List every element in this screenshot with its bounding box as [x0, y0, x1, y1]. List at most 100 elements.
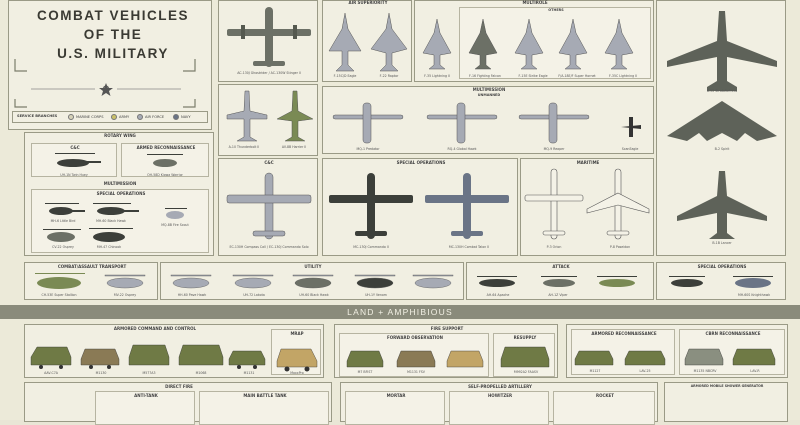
caption: B-2 Spirit [714, 147, 730, 151]
panel-c2-rotary: C&C [31, 143, 117, 177]
panel-armored-mobile-shower: ARMORED MOBILE SHOWER GENERATOR [664, 382, 788, 422]
utility-helicopters-icon [170, 274, 454, 289]
legend-item-navy: NAVY [173, 114, 191, 120]
panel-c2-planes: C&C EC-130H Compass Call / EC-130J Comma… [218, 158, 318, 256]
caption: MH-60 Black Hawk [96, 219, 126, 223]
panel-attack-helicopters: ATTACK AH-64 Apache AH-1Z Viper [466, 262, 654, 300]
section-header: MULTIMISSION [472, 87, 506, 92]
caption: F/A-18E/F Super Hornet [558, 74, 596, 78]
panel-armored-recon: ARMORED RECONNAISSANCE CBRN RECONNAISSAN… [566, 324, 788, 378]
caption: UH-1Y Venom [365, 293, 387, 297]
section-header: C&C [70, 145, 80, 150]
service-branch-legend: SERVICE BRANCHES MARINE CORPS ARMY AIR F… [12, 111, 208, 123]
section-header: ARMED RECONNAISSANCE [136, 145, 196, 150]
caption: B-52 Stratofortress [706, 89, 738, 93]
caption: M1135 NBCRV [693, 369, 717, 373]
section-header: SPECIAL OPERATIONS [396, 160, 446, 165]
caption: M1068 [195, 371, 207, 375]
caption: M1131 [243, 371, 255, 375]
section-header: SELF-PROPELLED ARTILLERY [468, 384, 532, 389]
panel-air-superiority: AIR SUPERIORITY F-15C/D Eagle F-22 Rapto… [322, 0, 412, 82]
caption: A-10 Thunderbolt II [228, 145, 260, 149]
section-header: CBRN RECONNAISSANCE [705, 331, 761, 336]
panel-direct-fire: DIRECT FIRE ANTI-TANK MAIN BATTLE TANK [24, 382, 332, 425]
caption: LAV-R [750, 369, 760, 373]
section-header: UNMANNED [477, 93, 501, 97]
caption: MH-60S Knighthawk [737, 293, 771, 297]
section-header: ATTACK [552, 264, 570, 269]
corner-ornaments-icon [14, 59, 196, 108]
section-header: ARMORED MOBILE SHOWER GENERATOR [690, 384, 764, 388]
caption: MQ-9 Reaper [543, 147, 565, 151]
legend-item-label: MARINE CORPS [76, 115, 104, 119]
section-header: MAIN BATTLE TANK [243, 393, 287, 398]
section-header: MARITIME [576, 160, 600, 165]
section-header: ROTARY WING [104, 133, 136, 138]
section-header: MRAP [290, 331, 304, 336]
caption: MH-6 Little Bird [50, 219, 76, 223]
caption: M1131 FSV [407, 370, 425, 374]
caption: MQ-8B Fire Scout [161, 223, 189, 227]
legend-item-army: ARMY [111, 114, 129, 120]
caption: F-15C/D Eagle [333, 74, 357, 78]
caption: P-8 Poseidon [609, 245, 631, 249]
multirole-jets-icon [422, 18, 634, 70]
title-line-1: COMBAT VEHICLES [36, 8, 189, 23]
band-title: LAND + AMPHIBIOUS [347, 307, 453, 317]
caption: F-22 Raptor [379, 74, 399, 78]
caption: B-1B Lancer [712, 241, 732, 245]
panel-rocket: ROCKET [553, 391, 655, 425]
panel-mortar: MORTAR [345, 391, 445, 425]
section-header: MORTAR [386, 393, 406, 398]
panel-multirole: MULTIROLE OTHERS F-35 Lightning II F-16 … [414, 0, 654, 82]
caption: ScanEagle [621, 147, 639, 151]
helicopters-icon [43, 153, 187, 242]
section-header: SPECIAL OPERATIONS [697, 264, 747, 269]
section-header: C&C [264, 160, 274, 165]
section-header: DIRECT FIRE [165, 384, 193, 389]
legend-item-label: ARMY [119, 115, 130, 119]
caption: MQ-1 Predator [356, 147, 380, 151]
caption: MV-22 Osprey [113, 293, 137, 297]
panel-anti-tank: ANTI-TANK [95, 391, 195, 425]
panel-c130: AC-130J Ghostrider / AC-130W Stinger II [218, 0, 318, 82]
caption: OH-58D Kiowa Warrior [147, 173, 183, 177]
panel-bombers: B-52 Stratofortress B-2 Spirit B-1B Lanc… [656, 0, 786, 256]
section-header: SPECIAL OPERATIONS [96, 191, 146, 196]
caption: M992A2 FAASV [513, 370, 539, 374]
drones-icon [332, 102, 641, 144]
aircraft-ec130-icon [226, 172, 312, 240]
caption: MC-130J Commando II [353, 245, 389, 249]
panel-rotary-wing: ROTARY WING C&C ARMED RECONNAISSANCE MUL… [24, 132, 214, 256]
caption: AC-130J Ghostrider / AC-130W Stinger II [237, 71, 301, 75]
caption: M1127 [589, 369, 601, 373]
section-header: ARMORED COMMAND AND CONTROL [113, 326, 197, 331]
caption: M1130 [95, 371, 107, 375]
caption: UH-60 Black Hawk [299, 293, 329, 297]
panel-utility: UTILITY HH-60 Pave Hawk UH-72 Lakota UH-… [160, 262, 464, 300]
caption: UH-72 Lakota [243, 293, 265, 297]
caption: MC-130H Combat Talon II [448, 245, 490, 249]
caption: F-16 Fighting Falcon [469, 74, 501, 78]
title-panel [8, 0, 212, 130]
section-header: ARMORED RECONNAISSANCE [591, 331, 657, 336]
legend-label: SERVICE BRANCHES [17, 114, 58, 118]
caption: F-35 Lightning II [424, 74, 450, 78]
section-header: MULTIMISSION [103, 181, 137, 186]
page-title: COMBAT VEHICLES OF THE U.S. MILITARY [28, 6, 198, 63]
transport-helicopters-icon [35, 273, 146, 289]
legend-item-label: NAVY [181, 115, 191, 119]
panel-main-battle-tank: MAIN BATTLE TANK [199, 391, 329, 425]
panel-fire-support: FIRE SUPPORT FORWARD OBSERVATION RESUPPL… [334, 324, 558, 378]
caption: HH-60 Pave Hawk [177, 293, 207, 297]
caption: EC-130H Compass Call / EC-130J Commando … [229, 245, 309, 249]
panel-maritime: MARITIME P-3 Orion P-8 Poseidon [520, 158, 654, 256]
section-header: ROCKET [596, 393, 614, 398]
caption: CH-53E Super Stallion [41, 293, 77, 297]
caption: AAV-C7A [44, 371, 58, 375]
fire-support-vehicles-icon [346, 346, 550, 368]
caption: AH-1Z Viper [548, 293, 568, 297]
panel-combat-transport: COMBAT/ASSAULT TRANSPORT CH-53E Super St… [24, 262, 158, 300]
section-header: MULTIROLE [522, 0, 548, 5]
caption: AH-64 Apache [486, 293, 510, 297]
